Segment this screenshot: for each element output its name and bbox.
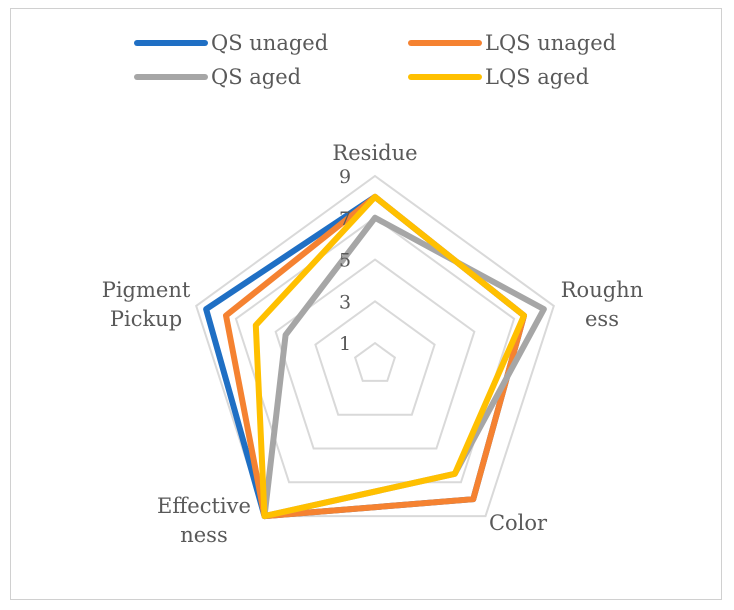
legend-label-qs-unaged: QS unaged (211, 31, 328, 55)
series-lines (203, 193, 547, 520)
chart-frame (10, 8, 722, 600)
axis-label-residue: Residue (332, 141, 417, 165)
axis-label-color: Color (489, 511, 548, 535)
grid-ring-5 (274, 258, 476, 450)
tick-label-3: 3 (339, 291, 351, 313)
legend-label-lqs-unaged: LQS unaged (485, 31, 616, 55)
legend-label-lqs-aged: LQS aged (485, 65, 589, 89)
tick-label-5: 5 (339, 250, 351, 272)
grid-ring-9 (195, 174, 555, 518)
tick-label-1: 1 (339, 333, 351, 355)
grid-ring-7 (234, 216, 516, 484)
grid-ring-3 (314, 300, 436, 416)
series-line-lqs-aged (252, 193, 527, 520)
legend-label-qs-aged: QS aged (211, 65, 301, 89)
tick-label-7: 7 (339, 208, 351, 230)
legend: QS unaged LQS unaged QS aged LQS aged (134, 31, 616, 89)
tick-label-9: 9 (339, 166, 351, 188)
grid (195, 174, 555, 518)
tick-labels: 1 3 5 7 9 (339, 166, 351, 355)
grid-ring-1 (353, 341, 397, 382)
